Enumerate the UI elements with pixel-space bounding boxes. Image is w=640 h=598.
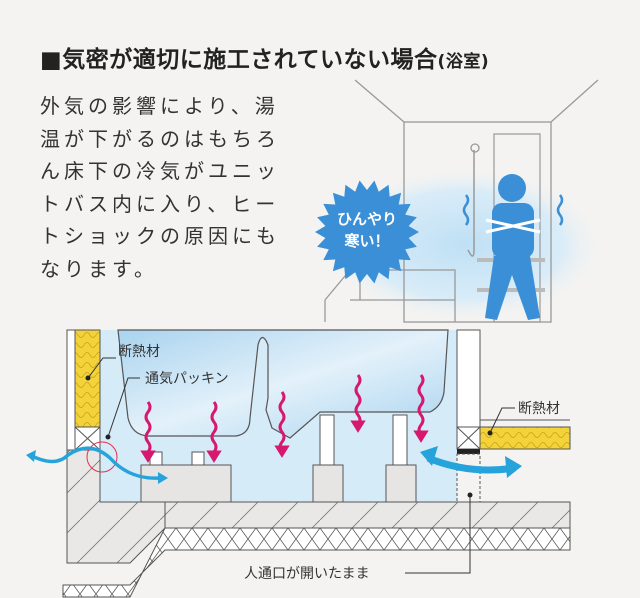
description-line: トショックの原因にも [40,224,280,249]
shower-head-icon [470,143,480,153]
cold-arrow-head [274,445,290,458]
vent-packing-highlight [86,441,118,473]
cold-person-icon [462,174,564,320]
label-insulation-left: 断熱材 [118,344,160,360]
cold-arrow [278,391,286,453]
label-vent-packing: 通気パッキン [145,371,229,387]
starburst-shape [315,180,419,284]
insulation-right [479,426,571,450]
foundation [62,527,571,598]
label-access-hole: 人通口が開いたまま [244,566,370,582]
access-hole-airflow-arrow [426,454,516,474]
title-main: ■気密が適切に施工されていない場合 [40,47,438,73]
airflow-arrow [29,446,161,480]
callout-line2: 寒い！ [344,232,389,250]
cold-arrow-head [350,420,366,433]
bathtub [324,269,456,322]
description-line: トバス内に入り、ヒー [40,191,280,216]
title-sub: (浴室) [437,52,490,72]
shower-hose [467,150,475,257]
description: 外気の影響により、湯 温が下がるのはもちろ ん床下の冷気がユニッ トバス内に入り… [40,90,300,286]
foundation-wall [66,449,166,564]
callout-line1: ひんやり [337,210,397,228]
description-line: 外気の影響により、湯 [40,94,279,118]
bathroom-illustration: ひんやり 寒い！ [315,79,604,323]
cold-arrow [354,374,362,426]
cold-arrow-head [413,430,429,443]
cold-arrow [210,401,218,453]
cold-arrow-head [206,450,222,463]
floor-cross-section: 断熱材 通気パッキン 断熱材 人通口が開いたまま [26,329,571,598]
page-title: ■気密が適切に施工されていない場合(浴室) [40,40,489,74]
cold-air-arrows [140,374,429,463]
bathtub-unit [117,329,449,439]
callout-starburst: ひんやり 寒い！ [315,180,419,284]
label-insulation-right: 断熱材 [518,401,560,417]
access-hole [456,453,481,503]
description-line: ん床下の冷気がユニッ [40,159,280,184]
description-line: なります。 [40,256,158,281]
cold-arrow [417,374,425,436]
cold-arrow [144,401,152,453]
cold-arrow-head [140,450,156,463]
description-line: 温が下がるのはもちろ [40,126,280,151]
